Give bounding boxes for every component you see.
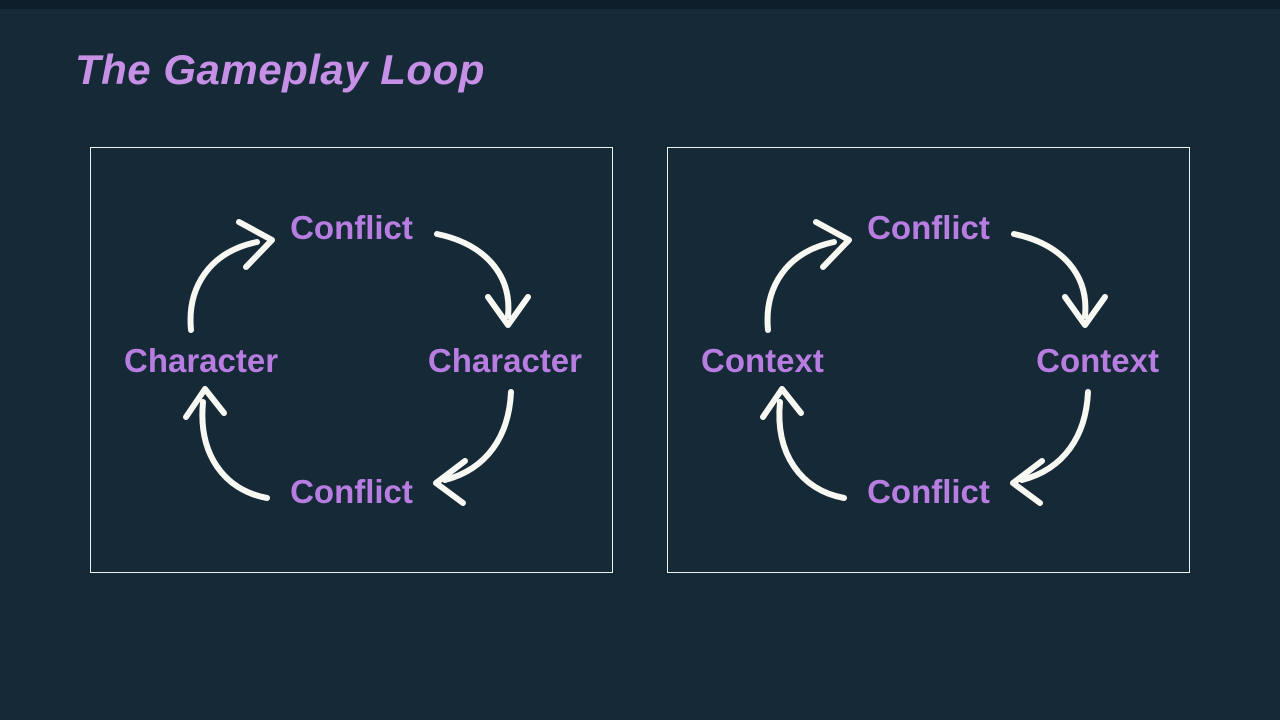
node-label-top: Conflict: [290, 209, 413, 246]
arrow-top-to-right-icon: [1011, 231, 1108, 328]
node-label-left: Character: [124, 342, 279, 379]
node-label-bottom: Conflict: [290, 473, 413, 510]
arrow-top-to-right-icon: [434, 231, 531, 328]
character-loop-panel: Conflict Character Conflict Character: [90, 147, 613, 573]
context-loop-panel: Conflict Context Conflict Context: [667, 147, 1190, 573]
node-label-left: Context: [701, 342, 824, 379]
node-label-right: Context: [1036, 342, 1159, 379]
node-label-bottom: Conflict: [867, 473, 990, 510]
letterbox-bar: [0, 0, 1280, 9]
node-label-right: Character: [427, 342, 582, 379]
node-label-top: Conflict: [867, 209, 990, 246]
page-title: The Gameplay Loop: [75, 46, 485, 93]
